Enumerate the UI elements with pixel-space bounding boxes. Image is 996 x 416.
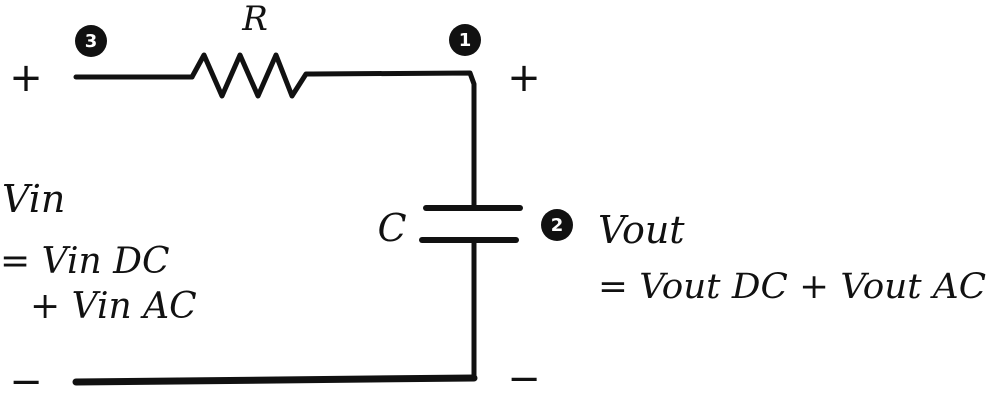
vin-label: Vin bbox=[2, 177, 65, 221]
resistor-label: R bbox=[241, 0, 268, 39]
output-top-wire bbox=[309, 70, 477, 211]
output-minus-sign: − bbox=[507, 356, 541, 402]
vout-label: Vout bbox=[598, 208, 685, 252]
node-2-marker: 2 bbox=[541, 209, 573, 241]
resistor-symbol bbox=[189, 52, 315, 99]
node-3-label: 3 bbox=[85, 31, 98, 52]
vout-equation: = Vout DC + Vout AC bbox=[598, 267, 986, 307]
input-plus-sign: + bbox=[9, 55, 43, 101]
node-3-marker: 3 bbox=[75, 25, 107, 57]
output-plus-sign: + bbox=[507, 55, 541, 101]
vin-equation-line1: = Vin DC bbox=[0, 241, 170, 282]
node-1-marker: 1 bbox=[449, 24, 481, 56]
vin-equation-line2: + Vin AC bbox=[30, 286, 197, 327]
capacitor-label: C bbox=[377, 206, 406, 250]
input-minus-sign: − bbox=[9, 359, 43, 405]
node-2-label: 2 bbox=[551, 215, 564, 236]
ground-wire bbox=[72, 374, 478, 386]
node-1-label: 1 bbox=[459, 30, 472, 51]
